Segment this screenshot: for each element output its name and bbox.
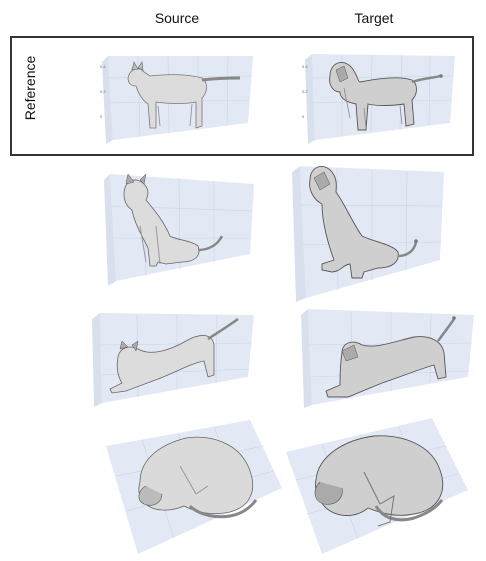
panel-source-stretching bbox=[82, 305, 262, 410]
svg-text:0: 0 bbox=[302, 114, 305, 119]
sitting-lion-plot bbox=[292, 166, 444, 302]
svg-text:0: 0 bbox=[100, 114, 103, 119]
panel-source-standing: 0.4 0.2 0 bbox=[98, 48, 258, 148]
panel-target-sitting bbox=[282, 160, 452, 305]
curled-lion-plot bbox=[286, 418, 468, 554]
svg-text:0.2: 0.2 bbox=[302, 89, 308, 94]
stretching-lion-plot bbox=[301, 309, 474, 408]
panel-target-curled bbox=[282, 414, 472, 556]
column-header-source: Source bbox=[154, 10, 200, 26]
svg-text:0.2: 0.2 bbox=[100, 89, 106, 94]
column-header-target: Target bbox=[354, 10, 394, 26]
reference-label: Reference bbox=[22, 55, 38, 121]
panel-target-stretching bbox=[296, 305, 476, 410]
sitting-cat-plot bbox=[104, 173, 254, 286]
stretching-cat-plot bbox=[92, 313, 254, 407]
curled-cat-plot bbox=[106, 420, 282, 554]
reference-box bbox=[10, 36, 474, 156]
standing-cat-plot: 0.4 0.2 0 bbox=[100, 55, 253, 144]
standing-lion-plot: 0.4 0.2 0 bbox=[302, 54, 455, 144]
svg-text:0.4: 0.4 bbox=[302, 64, 308, 69]
panel-source-sitting bbox=[94, 166, 264, 291]
panel-target-standing: 0.4 0.2 0 bbox=[300, 48, 460, 148]
svg-text:0.4: 0.4 bbox=[100, 64, 106, 69]
panel-source-curled bbox=[100, 416, 285, 556]
